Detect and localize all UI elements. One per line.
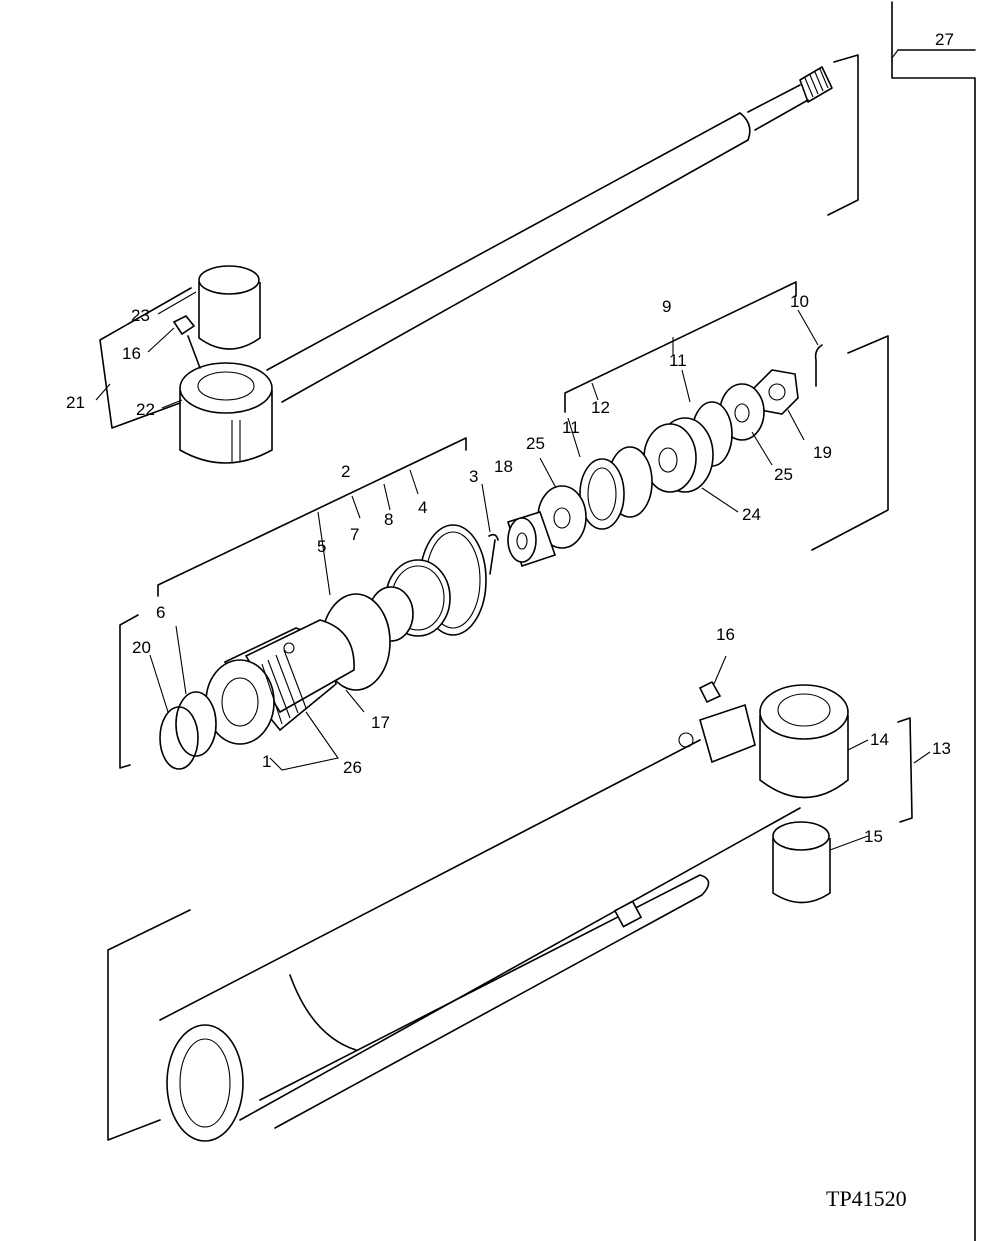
callout-13: 13 [932,739,951,758]
callout-15: 15 [864,827,883,846]
seal-ring-left [579,458,625,530]
callout-17: 17 [371,713,390,732]
callout-21: 21 [66,393,85,412]
callout-22: 22 [136,400,155,419]
callout-1: 1 [262,752,271,771]
callout-18: 18 [494,457,513,476]
cotter-pin [814,344,823,387]
figure-reference: TP41520 [826,1186,907,1211]
callout-16-lower: 16 [716,625,735,644]
bracket-21 [99,287,201,429]
callout-14: 14 [870,730,889,749]
piston [643,417,714,493]
callout-25-right: 25 [774,465,793,484]
callout-6: 6 [156,603,165,622]
leader-lines [95,291,931,851]
callout-12: 12 [591,398,610,417]
grease-fitting-upper [172,314,196,336]
cylinder-gland [205,619,355,745]
cylinder-barrel [107,684,849,1142]
callout-20: 20 [132,638,151,657]
piston-kit-bracket [564,281,889,551]
gland-kit-bracket [119,437,491,769]
spacer [506,511,557,568]
callout-9: 9 [662,297,671,316]
callout-23: 23 [131,306,150,325]
callout-11-left: 11 [562,418,580,437]
callout-8: 8 [384,510,393,529]
bracket-13 [897,717,913,823]
callout-10: 10 [790,292,809,311]
retaining-ring [159,706,199,770]
callout-25-left: 25 [526,434,545,453]
callout-4: 4 [418,498,427,517]
bushing-lower [772,821,831,904]
callout-16-upper: 16 [122,344,141,363]
callout-2: 2 [341,462,350,481]
piston-rod [266,54,859,403]
callout-24: 24 [742,505,761,524]
callout-3: 3 [469,467,478,486]
grease-fitting-lower [698,680,722,704]
callout-26: 26 [343,758,362,777]
callout-labels: 23 16 21 22 9 10 11 12 11 25 18 19 25 24… [66,292,951,846]
callout-19: 19 [813,443,832,462]
group-number: 27 [935,30,954,49]
rod-eye [179,362,273,464]
cotter-pin-small [488,533,499,575]
callout-11-right: 11 [669,351,687,370]
frame-bracket [891,1,976,1241]
callout-5: 5 [317,537,326,556]
callout-7: 7 [350,525,359,544]
bushing-upper [198,265,261,350]
